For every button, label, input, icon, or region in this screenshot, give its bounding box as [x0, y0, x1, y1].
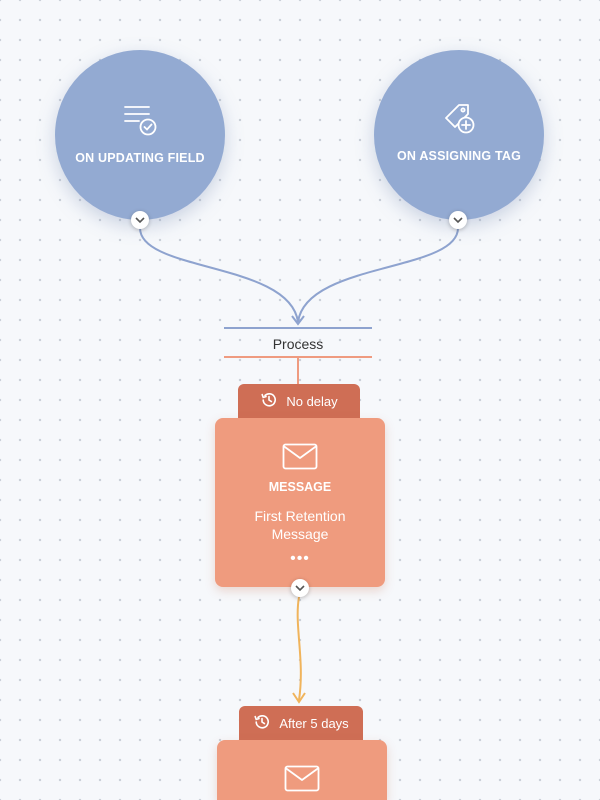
message-type: MESSAGE: [268, 480, 332, 494]
tag-add-icon: [374, 102, 544, 136]
delay-label: After 5 days: [279, 715, 349, 731]
message-title: First Retention Message: [254, 508, 346, 542]
trigger-label: ON ASSIGNING TAG: [396, 149, 522, 163]
list-check-icon: [55, 102, 225, 136]
message-card[interactable]: MESSAGE First Retention Message •••: [215, 418, 385, 587]
merge-arrowhead: [291, 315, 305, 326]
trigger-on-assigning-tag[interactable]: ON ASSIGNING TAG: [374, 50, 544, 220]
trigger-2-connector: [297, 227, 459, 323]
step-arrowhead: [292, 692, 306, 704]
process-top-line: [224, 327, 372, 329]
chevron-down-icon[interactable]: [291, 579, 309, 597]
envelope-icon: [215, 443, 385, 470]
trigger-label: ON UPDATING FIELD: [75, 151, 205, 165]
process-stem-line: [297, 358, 299, 384]
process-label[interactable]: Process: [272, 336, 324, 352]
delay-label: No delay: [286, 393, 338, 409]
delay-tab[interactable]: No delay: [238, 384, 360, 418]
history-icon: [260, 391, 278, 412]
chevron-down-icon[interactable]: [131, 211, 149, 229]
trigger-1-connector: [139, 227, 299, 323]
trigger-on-updating-field[interactable]: ON UPDATING FIELD: [55, 50, 225, 220]
step-connector: [296, 596, 302, 701]
chevron-down-icon[interactable]: [449, 211, 467, 229]
history-icon: [253, 713, 271, 734]
envelope-icon: [217, 765, 387, 792]
process-bottom-line: [224, 356, 372, 358]
message-card[interactable]: [217, 740, 387, 800]
delay-tab[interactable]: After 5 days: [239, 706, 363, 740]
more-options-icon[interactable]: •••: [290, 550, 310, 567]
